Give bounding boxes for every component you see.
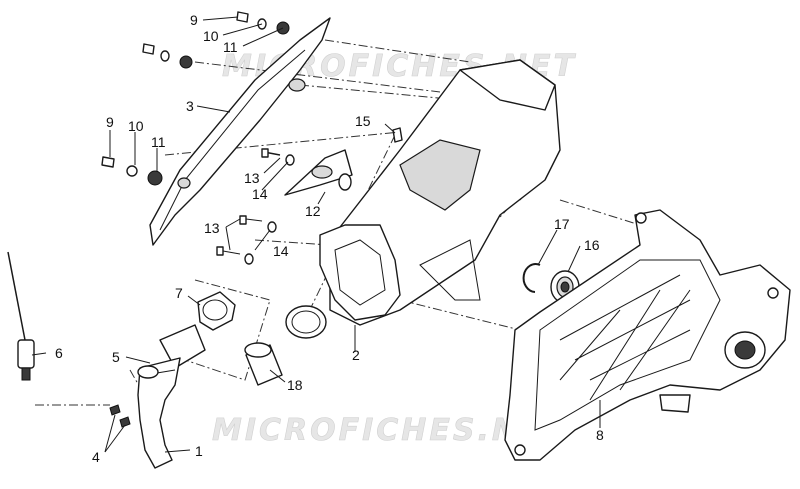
callout-15: 15 [355,113,371,129]
callout-3: 3 [186,98,194,114]
exhaust-pipe [109,324,206,469]
sleeve [244,342,283,386]
circlip [522,263,541,293]
callout-2: 2 [352,347,360,363]
callout-10-mid: 10 [128,118,144,134]
callout-8: 8 [596,427,604,443]
bracket-fasteners [216,148,295,265]
callout-17: 17 [554,216,570,232]
clip-15 [392,127,403,143]
callout-12: 12 [305,203,321,219]
lambda-sensor [7,251,35,381]
swingarm-bracket [504,209,791,461]
callout-10-top: 10 [203,28,219,44]
callout-16: 16 [584,237,600,253]
callout-7: 7 [175,285,183,301]
callout-13-top: 13 [244,170,260,186]
callout-14-top: 14 [252,186,268,202]
callouts: 9 10 11 3 9 10 11 13 14 12 13 14 15 17 1… [55,12,604,465]
callout-18: 18 [287,377,303,393]
callout-9-mid: 9 [106,114,114,130]
callout-6: 6 [55,345,63,361]
clamp [197,291,236,331]
upper-fasteners [142,11,290,69]
callout-9-top: 9 [190,12,198,28]
callout-13-bottom: 13 [204,220,220,236]
callout-11-top: 11 [223,39,238,55]
callout-14-bottom: 14 [273,243,289,259]
callout-1: 1 [195,443,203,459]
mid-fasteners [101,156,163,186]
callout-11-mid: 11 [151,134,166,150]
callout-4: 4 [92,449,100,465]
muffler [285,59,561,339]
bracket [284,149,353,196]
callout-5: 5 [112,349,120,365]
leader-lines [31,16,601,453]
heat-shield [149,17,331,246]
